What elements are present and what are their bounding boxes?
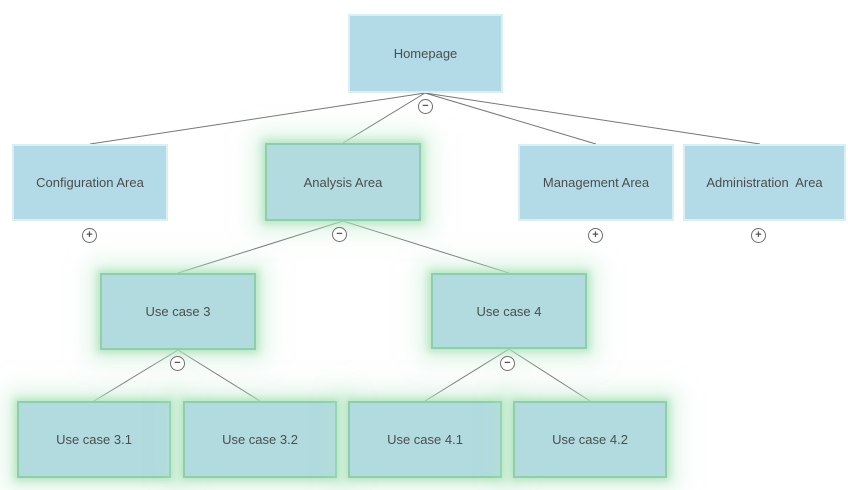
minus-icon: −: [336, 227, 343, 240]
node-administration-area[interactable]: Administration Area: [683, 144, 846, 221]
node-label: Use case 3.1: [56, 432, 132, 447]
node-label: Administration Area: [706, 175, 823, 190]
node-label: Use case 4: [476, 303, 542, 319]
node-use-case-3[interactable]: Use case 3: [100, 273, 256, 350]
node-use-case-3-1[interactable]: Use case 3.1: [17, 401, 171, 478]
node-label: Use case 4.1: [387, 432, 463, 447]
edge-homepage-configuration-area: [89, 92, 426, 145]
edge-use-case-3-use-case-3-1: [93, 349, 179, 402]
node-use-case-4[interactable]: Use case 4: [431, 273, 587, 349]
collapse-toggle-analysis-area[interactable]: −: [332, 227, 347, 242]
node-use-case-3-2[interactable]: Use case 3.2: [183, 401, 337, 478]
node-use-case-4-2[interactable]: Use case 4.2: [513, 401, 667, 478]
node-label: Use case 3.2: [222, 432, 298, 447]
edge-use-case-3-use-case-3-2: [177, 349, 261, 402]
minus-icon: −: [174, 356, 181, 369]
edge-homepage-analysis-area: [342, 92, 426, 144]
minus-icon: −: [504, 356, 511, 369]
collapse-toggle-use-case-3[interactable]: −: [170, 356, 185, 371]
node-management-area[interactable]: Management Area: [518, 144, 674, 221]
node-use-case-4-1[interactable]: Use case 4.1: [348, 401, 502, 478]
node-configuration-area[interactable]: Configuration Area: [12, 144, 168, 221]
node-label: Use case 4.2: [552, 432, 628, 447]
node-label: Analysis Area: [303, 174, 383, 190]
plus-icon: +: [592, 228, 599, 241]
node-homepage[interactable]: Homepage: [348, 14, 503, 93]
plus-icon: +: [86, 228, 93, 241]
node-analysis-area[interactable]: Analysis Area: [265, 143, 421, 221]
expand-toggle-configuration-area[interactable]: +: [82, 228, 97, 243]
edge-use-case-4-use-case-4-2: [508, 348, 591, 402]
collapse-toggle-homepage[interactable]: −: [418, 99, 433, 114]
collapse-toggle-use-case-4[interactable]: −: [500, 356, 515, 371]
edge-analysis-use-case-3: [177, 220, 344, 274]
edge-analysis-use-case-4: [342, 220, 510, 274]
node-label: Homepage: [393, 46, 458, 61]
minus-icon: −: [422, 99, 429, 112]
node-label: Management Area: [542, 175, 650, 190]
edge-homepage-management-area: [424, 92, 597, 145]
edge-homepage-administration-area: [424, 92, 761, 145]
expand-toggle-administration-area[interactable]: +: [751, 228, 766, 243]
edge-use-case-4-use-case-4-1: [424, 348, 510, 402]
node-label: Use case 3: [145, 304, 211, 319]
plus-icon: +: [755, 228, 762, 241]
node-label: Configuration Area: [36, 175, 144, 190]
expand-toggle-management-area[interactable]: +: [588, 228, 603, 243]
